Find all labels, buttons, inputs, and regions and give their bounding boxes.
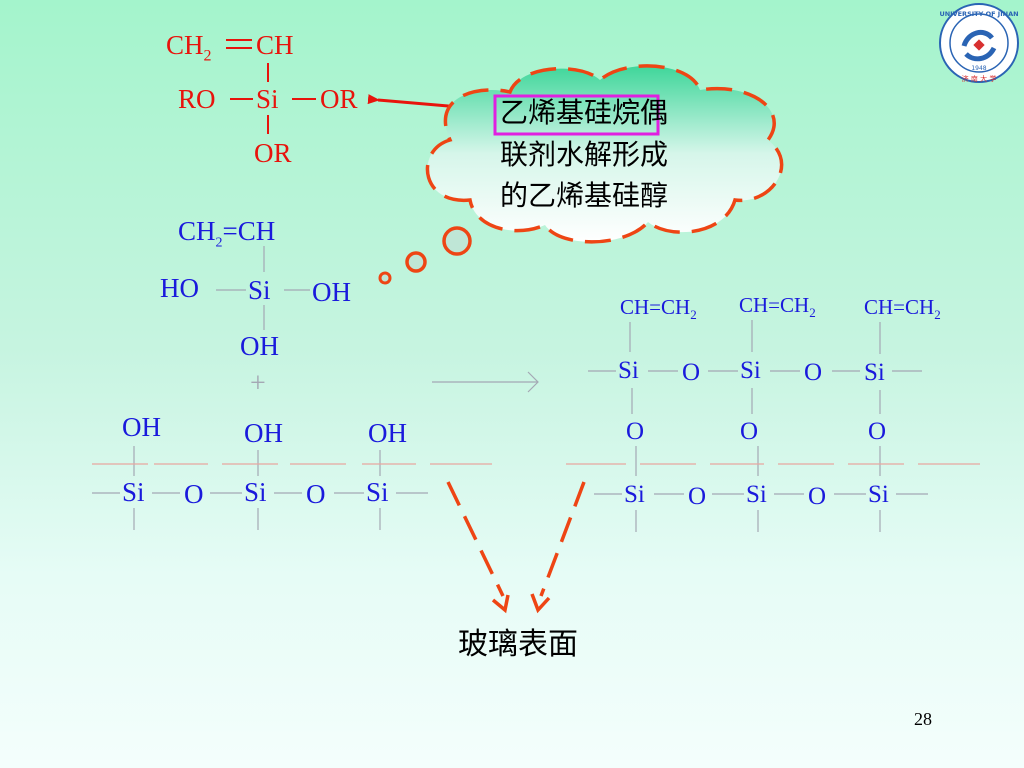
- surface-label: 玻璃表面: [458, 627, 578, 662]
- surface-o-2: O: [306, 479, 326, 509]
- product-vinyl-3-subscript: 2: [934, 307, 941, 323]
- product-o-top-1: O: [682, 359, 701, 386]
- callout-line-1: 乙烯基硅烷偶: [500, 96, 669, 129]
- silanol-vinyl-subscript: 2: [215, 235, 223, 251]
- product-o-top-2: O: [804, 359, 823, 386]
- product-o-bridge-3: O: [868, 418, 887, 445]
- product-o-bridge-1: O: [626, 418, 645, 445]
- product-o-bottom-1: O: [688, 483, 707, 510]
- reagent-ch2: CH2: [166, 32, 212, 64]
- product-si-top-3: Si: [864, 359, 885, 386]
- callout-line-2: 联剂水解形成: [500, 138, 669, 171]
- surface-oh-3: OH: [368, 418, 407, 448]
- reaction-arrow: [432, 371, 539, 393]
- silanol-oh-bottom: OH: [240, 331, 279, 361]
- product-vinyl-3: CH=CH2: [864, 295, 941, 323]
- silanol-vinyl: CH2=CH: [178, 218, 275, 250]
- product-si-bottom-2: Si: [746, 481, 767, 508]
- silanol-vinyl-rest: =CH: [222, 216, 276, 246]
- product-vinyl-2-label: CH=CH: [739, 293, 810, 317]
- reagent-or-right: OR: [320, 84, 358, 114]
- product-si-top-1: Si: [618, 357, 639, 384]
- product-vinyl-1-label: CH=CH: [620, 295, 691, 319]
- surface-o-1: O: [184, 479, 204, 509]
- product-si-top-2: Si: [740, 357, 761, 384]
- product-vinyl-2-subscript: 2: [809, 305, 816, 321]
- silanol-si: Si: [248, 275, 271, 305]
- glass-surface-left-bonds: [92, 446, 492, 530]
- silanol-bonds: [216, 246, 310, 330]
- logo-year: 1948: [971, 65, 986, 72]
- product-vinyl-1-subscript: 2: [690, 307, 697, 323]
- product-bonds: [566, 320, 980, 532]
- product-si-bottom-1: Si: [624, 481, 645, 508]
- reagent-si: Si: [256, 84, 279, 114]
- surface-oh-1: OH: [122, 412, 161, 442]
- reagent-or-bottom: OR: [254, 138, 292, 168]
- reagent-ch: CH: [256, 30, 294, 60]
- logo-chinese-name: 济 南 大 学: [962, 74, 997, 83]
- product-si-bottom-3: Si: [868, 481, 889, 508]
- plus-sign: +: [250, 368, 266, 399]
- page-number: 28: [914, 709, 932, 729]
- surface-arrowheads: [491, 593, 551, 614]
- reagent-ro: RO: [178, 84, 216, 114]
- surface-oh-2: OH: [244, 418, 283, 448]
- product-vinyl-1: CH=CH2: [620, 295, 697, 323]
- thought-cloud: [378, 64, 784, 285]
- surface-si-2: Si: [244, 477, 267, 507]
- logo-english-name: UNIVERSITY OF JINAN: [939, 10, 1018, 18]
- highlight-box: [493, 94, 660, 136]
- silanol-vinyl-label: CH: [178, 216, 216, 246]
- product-o-bridge-2: O: [740, 418, 759, 445]
- surface-si-1: Si: [122, 477, 145, 507]
- silanol-ho: HO: [160, 273, 199, 303]
- product-vinyl-2: CH=CH2: [739, 293, 816, 321]
- reagent-bonds: [226, 39, 316, 134]
- callout-line-3: 的乙烯基硅醇: [500, 179, 669, 212]
- university-logo: 1948 济 南 大 学 UNIVERSITY OF JINAN: [939, 3, 1019, 83]
- reagent-ch2-subscript: 2: [203, 47, 212, 65]
- silanol-oh-right: OH: [312, 277, 351, 307]
- surface-arrows: [446, 481, 586, 597]
- product-vinyl-3-label: CH=CH: [864, 295, 935, 319]
- surface-si-3: Si: [366, 477, 389, 507]
- reagent-ch2-label: CH: [166, 30, 204, 60]
- product-o-bottom-2: O: [808, 483, 827, 510]
